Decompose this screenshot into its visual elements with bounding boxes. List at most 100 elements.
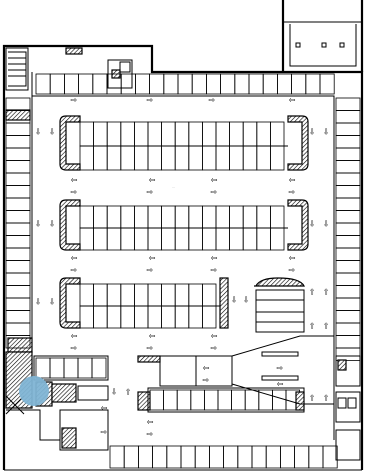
parking-stall	[174, 227, 190, 251]
parking-stall	[161, 121, 176, 147]
parking-stall	[133, 145, 149, 171]
parking-stall	[174, 305, 190, 329]
parking-stall	[335, 272, 361, 286]
parking-stall	[188, 121, 203, 147]
parking-stall	[335, 247, 361, 261]
arrow-up-icon: ⇧	[323, 288, 330, 297]
arrow-left-icon: ⇦	[147, 418, 154, 427]
parking-stall	[234, 73, 250, 95]
parking-stall	[229, 121, 244, 147]
parking-stall	[133, 227, 149, 251]
parking-stall	[5, 97, 31, 111]
arrow-left-icon: ⇦	[289, 96, 296, 105]
parking-stall	[174, 121, 190, 147]
arrow-left-icon: ⇦	[71, 254, 78, 263]
arrow-right-icon: ⇨	[203, 376, 210, 385]
parking-stall	[152, 445, 168, 469]
parking-stall	[133, 121, 149, 147]
parking-stall	[220, 73, 236, 95]
arrow-right-icon: ⇨	[71, 96, 78, 105]
parking-stall	[335, 185, 361, 199]
parking-stall	[242, 121, 258, 147]
parking-stall	[194, 445, 210, 469]
parking-stall	[161, 305, 176, 329]
parking-stall	[137, 445, 153, 469]
arrow-down-icon: ⇩	[49, 298, 56, 307]
parking-stall	[229, 145, 244, 171]
parking-stall	[176, 389, 192, 411]
parking-stall	[335, 172, 361, 186]
parking-stall	[120, 227, 135, 251]
parking-stall	[335, 322, 361, 336]
parking-stall	[106, 283, 122, 307]
arrow-up-icon: ⇧	[125, 388, 132, 397]
arrow-left-icon: ⇦	[289, 254, 296, 263]
parking-stall	[256, 145, 271, 171]
arrow-left-icon: ⇦	[149, 332, 156, 341]
parking-stall	[174, 283, 190, 307]
parking-stall	[147, 283, 163, 307]
parking-stall	[242, 205, 258, 229]
parking-stall	[35, 357, 51, 379]
parking-stall	[91, 357, 107, 379]
parking-stall	[191, 73, 207, 95]
parking-stall	[93, 283, 108, 307]
parking-stall	[177, 73, 193, 95]
arrow-left-icon: ⇦	[101, 404, 108, 413]
arrow-up-icon: ⇧	[309, 322, 316, 331]
parking-stall	[335, 210, 361, 224]
blue-circle-marker[interactable]	[19, 376, 49, 406]
parking-stall	[256, 227, 271, 251]
parking-stall	[147, 305, 163, 329]
arrow-up-icon: ⇧	[309, 394, 316, 403]
parking-stall	[335, 347, 361, 361]
arrow-right-icon: ⇨	[277, 364, 284, 373]
arrow-left-icon: ⇦	[149, 176, 156, 185]
parking-stall	[5, 235, 31, 249]
arrow-left-icon: ⇦	[289, 176, 296, 185]
arrow-right-icon: ⇨	[147, 96, 154, 105]
arrow-down-icon: ⇩	[309, 220, 316, 229]
parking-stall	[5, 335, 31, 349]
arrow-right-icon: ⇨	[71, 266, 78, 275]
parking-stall	[134, 73, 150, 95]
parking-stall	[269, 227, 285, 251]
parking-stall	[319, 73, 335, 95]
arrow-up-icon: ⇧	[323, 394, 330, 403]
parking-stall	[5, 322, 31, 336]
parking-stall	[335, 110, 361, 124]
parking-stall	[120, 283, 135, 307]
southwest-lobby	[5, 351, 109, 451]
parking-stall	[161, 205, 176, 229]
parking-stall	[256, 205, 271, 229]
arrow-right-icon: ⇨	[147, 188, 154, 197]
parking-stall	[229, 227, 244, 251]
parking-stall	[215, 227, 231, 251]
parking-stall	[106, 145, 122, 171]
parking-stall	[5, 272, 31, 286]
east-service-rooms	[335, 355, 361, 461]
parking-stall	[5, 222, 31, 236]
arrow-down-icon: ⇩	[35, 128, 42, 137]
parking-stall	[269, 121, 285, 147]
parking-stall	[147, 121, 163, 147]
arrow-right-icon: ⇨	[147, 344, 154, 353]
parking-stall	[163, 389, 178, 411]
parking-stall	[248, 73, 264, 95]
arrow-down-icon: ⇩	[49, 128, 56, 137]
parking-stall	[35, 73, 51, 95]
parking-stall	[229, 205, 244, 229]
parking-stall	[201, 205, 217, 229]
parking-stall	[265, 445, 281, 469]
parking-stall	[201, 145, 217, 171]
arrow-right-icon: ⇨	[71, 344, 78, 353]
parking-stall	[5, 185, 31, 199]
parking-stall	[269, 205, 285, 229]
parking-stall	[279, 445, 295, 469]
parking-stall	[271, 389, 287, 411]
parking-stall	[93, 227, 108, 251]
parking-stall	[256, 121, 271, 147]
arrow-left-icon: ⇦	[277, 380, 284, 389]
parking-stall	[120, 145, 135, 171]
